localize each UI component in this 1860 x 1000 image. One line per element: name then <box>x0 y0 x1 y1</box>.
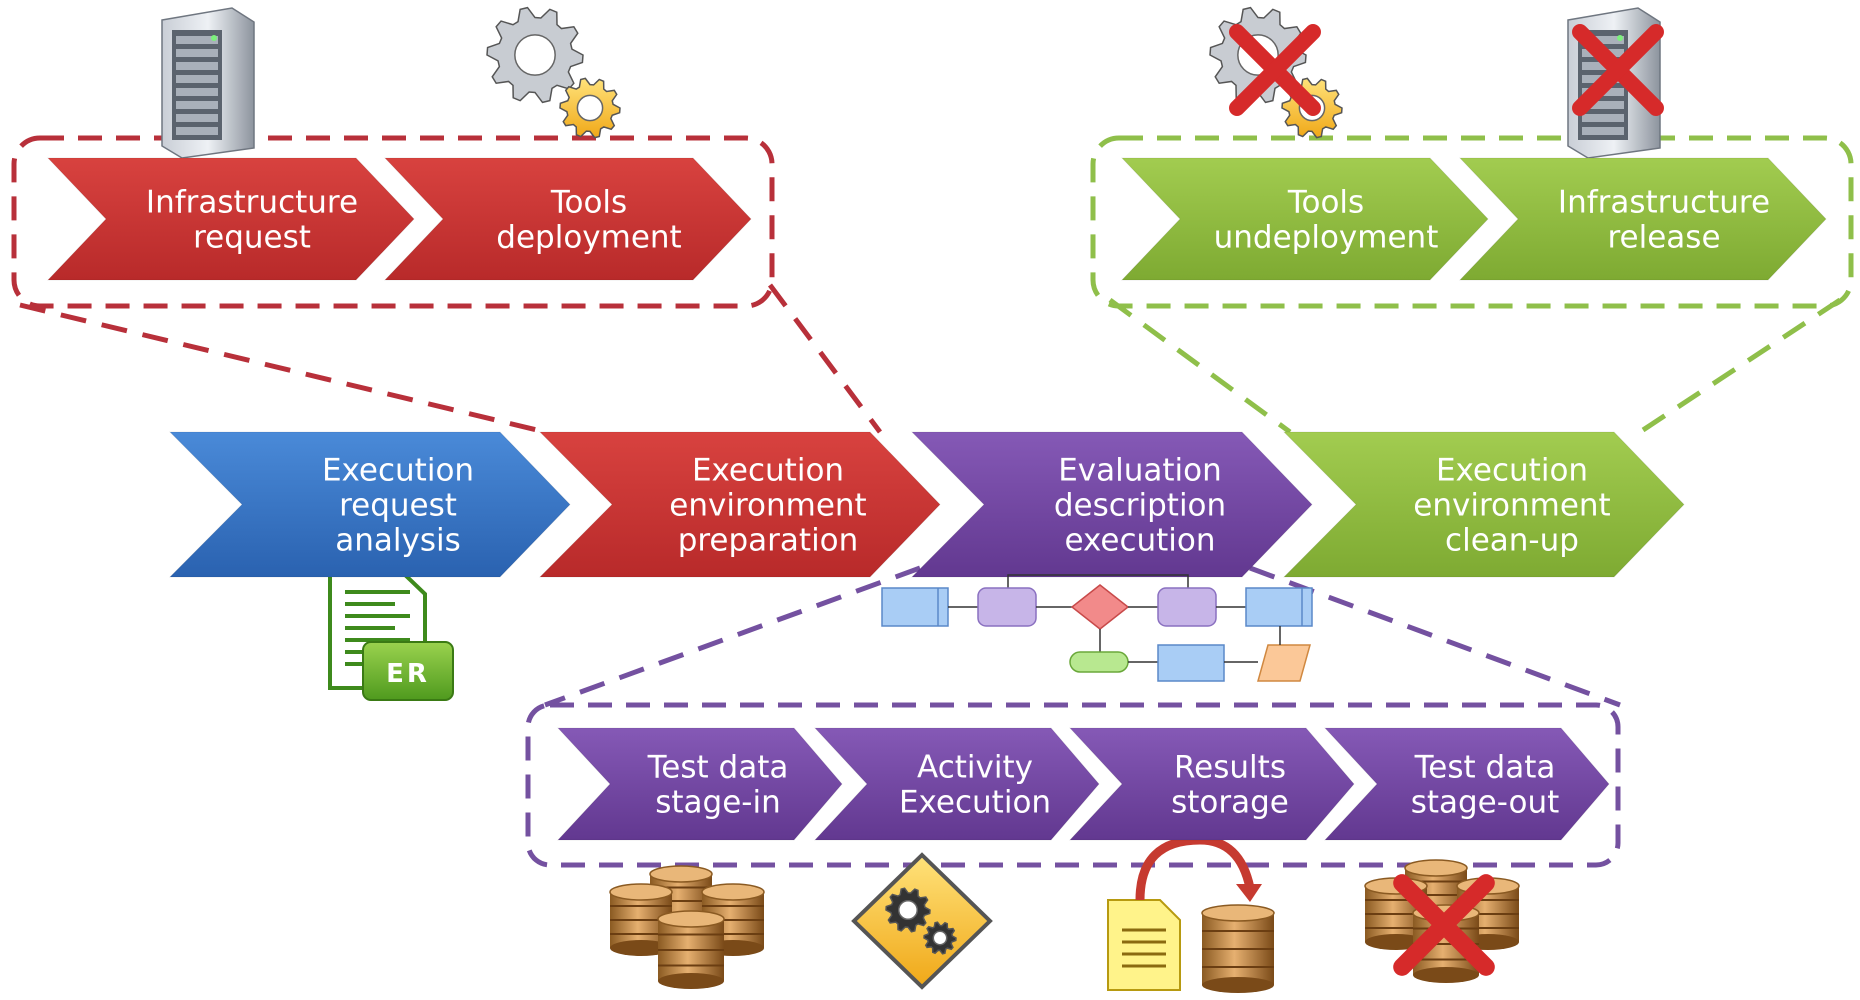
green-connector-right <box>1638 297 1842 435</box>
crossed-icon <box>1393 874 1495 976</box>
icons: ER <box>161 6 1664 993</box>
warning-gears-icon <box>851 852 993 990</box>
cleanup-step-2-shape <box>1458 157 1827 281</box>
flowchart-task-2 <box>1157 587 1217 627</box>
main-step-2-label-line: preparation <box>678 523 859 559</box>
execution-step-2-label-line: Activity <box>917 750 1033 786</box>
main-step-4-label-line: environment <box>1413 488 1610 524</box>
gear-icon <box>486 6 584 104</box>
preparation-step-1-shape <box>46 157 415 281</box>
main-step-1-label-line: Execution <box>322 453 474 489</box>
execution-step-4-label-line: Test data <box>1414 750 1556 786</box>
cleanup-group-box <box>1090 135 1854 309</box>
execution-step-3-label-line: storage <box>1171 785 1289 821</box>
execution-step-4-label-line: stage-out <box>1411 785 1560 821</box>
flowchart-task-1 <box>977 587 1037 627</box>
execution-step-1-shape <box>556 727 843 841</box>
main-step-3-shape <box>910 431 1313 578</box>
main-step-3-label-line: Evaluation <box>1058 453 1222 489</box>
flowchart-data <box>1257 644 1311 682</box>
cleanup-step-2-label-line: Infrastructure <box>1558 185 1770 221</box>
main-step-1-label-line: request <box>339 488 457 524</box>
databases-icon <box>609 865 765 989</box>
gear-icon <box>923 921 957 955</box>
execution-step-4-shape <box>1323 727 1610 841</box>
crossed-icon <box>1229 24 1321 116</box>
flowchart-terminator <box>1069 651 1129 673</box>
main-step-4-shape <box>1282 431 1685 578</box>
cleanup-step-1-label-line: undeployment <box>1214 220 1439 256</box>
main-step-2-label-line: Execution <box>692 453 844 489</box>
main-step-4-label-line: clean-up <box>1445 523 1579 559</box>
cleanup-step-1-label-line: Tools <box>1287 185 1364 221</box>
chevrons: ExecutionrequestanalysisExecutionenviron… <box>46 157 1827 841</box>
flowchart-decision <box>1070 584 1130 630</box>
execution-step-3-shape <box>1068 727 1355 841</box>
main-step-1-shape <box>168 431 571 578</box>
execution-step-2-label-line: Execution <box>899 785 1051 821</box>
purple-connector-left <box>544 565 921 708</box>
execution-step-1-label-line: Test data <box>647 750 789 786</box>
mini-flowchart <box>881 574 1313 682</box>
cleanup-step-1-shape <box>1120 157 1489 281</box>
gear-icon <box>885 887 931 933</box>
main-step-2-label-line: environment <box>669 488 866 524</box>
flowchart-process-3 <box>1157 644 1225 682</box>
databases-icon-barrel <box>657 910 725 989</box>
server-icon <box>161 7 255 159</box>
flowchart-process-2 <box>1245 587 1313 627</box>
preparation-group-box <box>11 135 775 309</box>
main-step-4-label-line: Execution <box>1436 453 1588 489</box>
main-step-3-label-line: execution <box>1064 523 1215 559</box>
flowchart-process-1 <box>881 587 949 627</box>
preparation-step-2-label-line: deployment <box>496 220 681 256</box>
preparation-step-2-label-line: Tools <box>550 185 627 221</box>
database-barrel <box>1201 904 1275 993</box>
cleanup-step-2-label-line: release <box>1607 220 1720 256</box>
execution-step-1-label-line: stage-in <box>655 785 781 821</box>
execution-group-box <box>525 702 1621 868</box>
er-document-label: ER <box>386 659 430 689</box>
databases-icon-barrel <box>609 883 673 956</box>
preparation-step-2-shape <box>383 157 752 281</box>
preparation-step-1-label-line: request <box>193 220 311 256</box>
main-step-1-label-line: analysis <box>335 523 461 559</box>
execution-step-3-label-line: Results <box>1174 750 1286 786</box>
green-connector-left <box>1108 297 1292 435</box>
execution-step-2-shape <box>813 727 1100 841</box>
red-connector-right <box>767 283 883 434</box>
preparation-step-1-label-line: Infrastructure <box>146 185 358 221</box>
gear-icon <box>559 77 621 139</box>
main-step-2-shape <box>538 431 941 578</box>
er-document-icon: ER <box>328 568 454 701</box>
flowchart-loop-connector <box>1007 574 1189 588</box>
document-to-database-icon <box>1107 835 1275 993</box>
main-step-3-label-line: description <box>1054 488 1226 524</box>
crossed-icon <box>1572 24 1664 116</box>
red-connector-left <box>19 302 546 435</box>
